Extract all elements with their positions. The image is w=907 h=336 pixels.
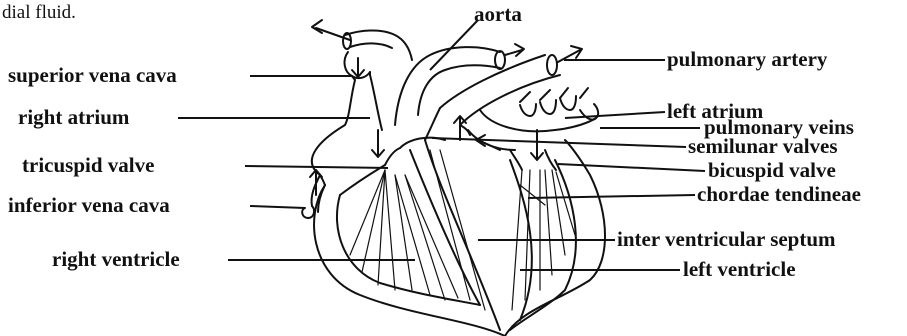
chordae-tendineae-strings [350,150,575,310]
label-semilunar-valves: semilunar valves [688,134,838,158]
label-bicuspid-valve: bicuspid valve [708,158,836,182]
label-left-ventricle: left ventricle [683,257,796,281]
heart-outline [312,75,605,336]
labels: aorta pulmonary artery superior vena cav… [8,2,861,281]
label-right-ventricle: right ventricle [52,247,180,271]
label-pulmonary-artery: pulmonary artery [667,47,828,71]
label-inter-ventricular-septum: inter ventricular septum [617,227,836,251]
label-chordae-tendineae: chordae tendineae [697,182,861,206]
label-superior-vena-cava: superior vena cava [8,63,177,87]
caption-fragment: dial fluid. [2,2,76,23]
label-inferior-vena-cava: inferior vena cava [8,193,170,217]
inferior-vena-cava-tube [302,175,325,218]
label-right-atrium: right atrium [18,105,130,129]
label-tricuspid-valve: tricuspid valve [22,153,154,177]
label-aorta: aorta [474,2,522,26]
